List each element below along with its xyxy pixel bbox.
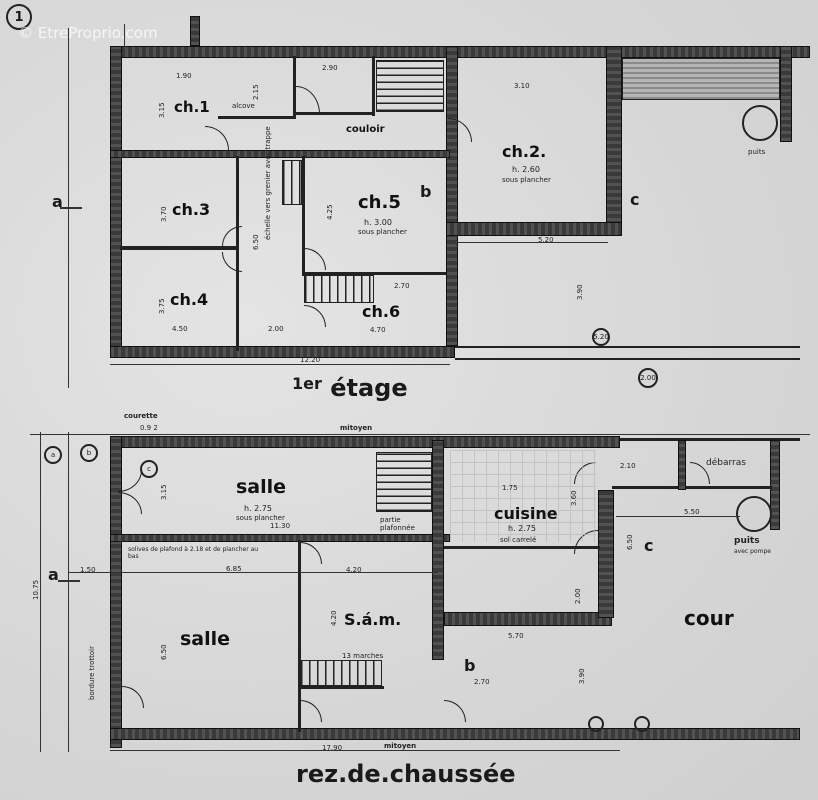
door-rear[interactable] — [444, 700, 466, 722]
marker-circle: c — [140, 460, 158, 478]
door-ch6[interactable] — [304, 305, 326, 327]
kitchen-tiles — [450, 450, 596, 542]
label-mitoyen-top: mitoyen — [340, 424, 373, 432]
watermark: © EtreProprio.com — [18, 24, 158, 42]
label-mitoyen-bottom: mitoyen — [384, 742, 417, 750]
wall-bottom — [110, 728, 800, 740]
room-ch4: ch.4 — [170, 290, 209, 309]
door-sam[interactable] — [300, 542, 322, 564]
marker-circle: b — [80, 444, 98, 462]
wall-left — [110, 46, 122, 358]
door-ch1[interactable] — [205, 126, 229, 150]
attic-ladder — [282, 160, 302, 205]
door-sam-bottom[interactable] — [300, 700, 322, 722]
door-entrance[interactable] — [118, 492, 142, 514]
room-debarras: débarras — [706, 458, 746, 468]
section-mark-c: c — [644, 536, 654, 555]
room-couloir: couloir — [346, 124, 385, 135]
section-mark-b: b — [464, 656, 476, 675]
room-cuisine: cuisine — [494, 504, 558, 523]
room-ch1: ch.1 — [174, 98, 210, 116]
section-mark-a: a — [52, 192, 63, 211]
first-floor-title: 1er étage — [292, 374, 408, 402]
section-mark-b: b — [420, 182, 432, 201]
marker-circle — [634, 716, 650, 732]
door-corridor[interactable] — [296, 86, 320, 114]
room-ch2: ch.2. — [502, 142, 547, 161]
wall-top — [110, 46, 810, 58]
room-ch3: ch.3 — [172, 200, 211, 219]
door-ch2[interactable] — [448, 118, 472, 142]
marker-circle — [588, 716, 604, 732]
label-courette: courette — [124, 412, 158, 420]
spiral-stairs-ground — [376, 452, 432, 512]
door-salle-rear[interactable] — [122, 686, 144, 708]
well-circle — [742, 105, 778, 141]
room-salle-front: salle — [236, 476, 287, 498]
stairs-ch6 — [304, 275, 374, 303]
ground-floor-title: rez.de.chaussée — [296, 760, 516, 788]
section-mark-a: a — [48, 565, 59, 584]
room-sam: S.á.m. — [344, 610, 402, 629]
wall-bottom — [110, 346, 455, 358]
wall-left — [110, 436, 122, 748]
label-puits: puits — [734, 536, 760, 546]
sheet-number-badge: 1 — [6, 4, 32, 30]
door-ch5[interactable] — [304, 248, 326, 270]
door-entrance-top[interactable] — [118, 470, 142, 492]
wall-top — [110, 436, 620, 448]
room-cour: cour — [684, 606, 734, 630]
spiral-stairs — [376, 60, 444, 112]
door-ch3[interactable] — [222, 226, 242, 246]
room-salle-rear: salle — [180, 628, 231, 650]
room-ch5: ch.5 — [358, 192, 401, 213]
room-ch6: ch.6 — [362, 302, 401, 321]
well-pump-circle — [736, 496, 772, 532]
marker-circle: 2.00 — [638, 368, 658, 388]
stairs-13-steps — [300, 660, 382, 686]
terrace-hatch — [622, 58, 780, 100]
door-ch4[interactable] — [222, 252, 242, 272]
marker-circle: a — [44, 446, 62, 464]
marker-circle: 5.20 — [592, 328, 610, 346]
section-mark-c: c — [630, 190, 640, 209]
